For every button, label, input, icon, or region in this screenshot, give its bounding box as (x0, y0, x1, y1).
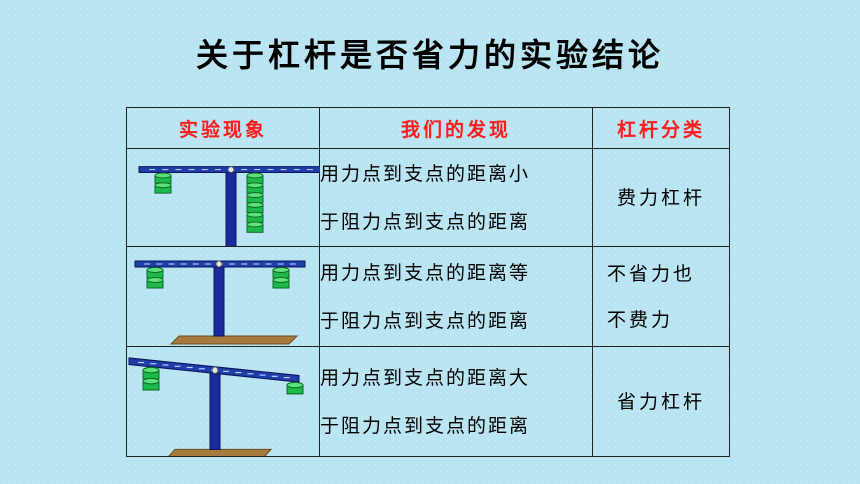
lever-illustration-3 (128, 356, 304, 456)
weight-block (146, 266, 164, 278)
lever-pivot (211, 365, 219, 374)
weight-block (286, 381, 304, 394)
weight-block (272, 266, 290, 278)
category-cell: 费力杠杆 (592, 148, 730, 247)
finding-cell: 用力点到支点的距离小 于阻力点到支点的距离 (319, 148, 593, 247)
weight-block (246, 221, 264, 233)
lever-pole (209, 368, 221, 450)
finding-line-1: 用力点到支点的距离小 (320, 162, 531, 185)
weight-block (246, 201, 264, 213)
lever-illustration-2 (134, 260, 306, 344)
header-finding: 我们的发现 (319, 107, 593, 149)
weight-block (246, 211, 264, 223)
header-category: 杠杆分类 (592, 107, 730, 149)
category-label: 不费力 (607, 308, 674, 331)
category-cell: 省力杠杆 (592, 346, 730, 457)
finding-cell: 用力点到支点的距离等 于阻力点到支点的距离 (319, 246, 593, 347)
page-title: 关于杠杆是否省力的实验结论 (195, 36, 664, 74)
phenomenon-cell (126, 246, 320, 347)
category-label: 不省力也 (607, 262, 696, 285)
weight-block (146, 276, 164, 288)
finding-line-1: 用力点到支点的距离大 (320, 366, 531, 389)
lever-pole (213, 263, 225, 336)
weight-block (272, 276, 290, 288)
table-row: 用力点到支点的距离等 于阻力点到支点的距离 不省力也 不费力 (126, 246, 730, 347)
weight-block (142, 377, 160, 391)
finding-line-2: 于阻力点到支点的距离 (320, 414, 531, 437)
phenomenon-cell (126, 346, 320, 457)
weight-block (154, 181, 172, 194)
category-label: 费力杠杆 (616, 186, 705, 209)
weight-block (142, 366, 160, 379)
lever-illustration-1 (138, 165, 320, 246)
category-label: 省力杠杆 (616, 390, 705, 413)
table-row: 用力点到支点的距离小 于阻力点到支点的距离 费力杠杆 (126, 148, 730, 247)
conclusion-table: 实验现象 我们的发现 杠杆分类 用力点到支点的距离小 于阻力点到支点的距离 费力… (126, 107, 730, 457)
finding-line-2: 于阻力点到支点的距离 (320, 309, 531, 332)
table-row: 用力点到支点的距离大 于阻力点到支点的距离 省力杠杆 (126, 346, 730, 457)
table-header-row: 实验现象 我们的发现 杠杆分类 (126, 107, 730, 149)
category-cell: 不省力也 不费力 (592, 246, 730, 347)
weight-block (246, 181, 264, 194)
finding-line-1: 用力点到支点的距离等 (320, 261, 531, 284)
lever-group (134, 260, 306, 344)
finding-cell: 用力点到支点的距离大 于阻力点到支点的距离 (319, 346, 593, 457)
header-phenomenon: 实验现象 (126, 107, 320, 149)
weight-block (154, 172, 172, 184)
lever-base (168, 448, 273, 456)
lever-pivot (215, 260, 223, 267)
lever-group (128, 356, 304, 456)
lever-pole (225, 168, 237, 246)
weight-block (246, 191, 264, 203)
finding-line-2: 于阻力点到支点的距离 (320, 210, 531, 233)
lever-pivot (227, 165, 235, 173)
phenomenon-cell (126, 148, 320, 247)
lever-group (138, 165, 320, 246)
lever-base (169, 335, 299, 344)
weight-block (246, 172, 264, 184)
